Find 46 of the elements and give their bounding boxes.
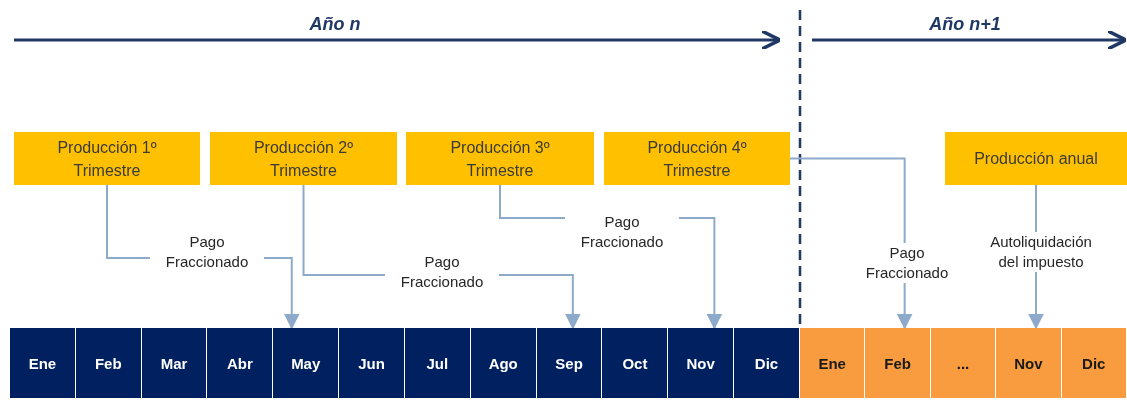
box-text: Producción 1º Trimestre	[56, 137, 158, 181]
month-label: May	[291, 354, 321, 372]
year-label: Año n+1	[929, 14, 1001, 35]
month-label: ...	[956, 354, 970, 372]
month-label: Ene	[28, 354, 57, 372]
production-box	[406, 132, 594, 185]
month-label: Nov	[1014, 354, 1043, 372]
month-cell	[734, 328, 800, 398]
month-cell	[339, 328, 405, 398]
month-cell	[10, 328, 76, 398]
production-box	[14, 132, 200, 185]
production-box	[604, 132, 790, 185]
month-label: Jul	[426, 354, 449, 372]
month-label: Oct	[622, 354, 648, 372]
month-label: Ago	[488, 354, 518, 372]
month-cell	[668, 328, 735, 398]
month-label: Feb	[94, 354, 122, 372]
month-cell	[800, 328, 866, 398]
month-cell	[996, 328, 1062, 398]
box-text: Producción anual	[974, 149, 1098, 169]
production-box	[945, 132, 1127, 185]
month-label: Abr	[226, 354, 253, 372]
month-label: Feb	[884, 354, 911, 372]
month-cell	[75, 328, 142, 398]
year-label: Año n	[309, 14, 361, 35]
box-text: Producción 3º Trimestre	[449, 137, 551, 181]
month-cell	[930, 328, 997, 398]
month-cell	[470, 328, 537, 398]
month-label: Ene	[818, 354, 846, 372]
month-cell	[536, 328, 603, 398]
production-box	[210, 132, 397, 185]
box-text: Producción 2º Trimestre	[252, 137, 355, 181]
month-label: Sep	[555, 354, 583, 372]
month-cell	[1061, 328, 1127, 398]
box-text: Producción 4º Trimestre	[646, 137, 748, 181]
month-label: Nov	[686, 354, 715, 372]
month-label: Mar	[160, 354, 188, 372]
month-cell	[404, 328, 471, 398]
month-cell	[865, 328, 931, 398]
month-cell	[207, 328, 274, 398]
month-label: Jun	[358, 354, 385, 372]
month-label: Dic	[754, 354, 779, 372]
month-cell	[602, 328, 669, 398]
month-cell	[141, 328, 208, 398]
month-cell	[273, 328, 340, 398]
month-label: Dic	[1082, 354, 1106, 372]
